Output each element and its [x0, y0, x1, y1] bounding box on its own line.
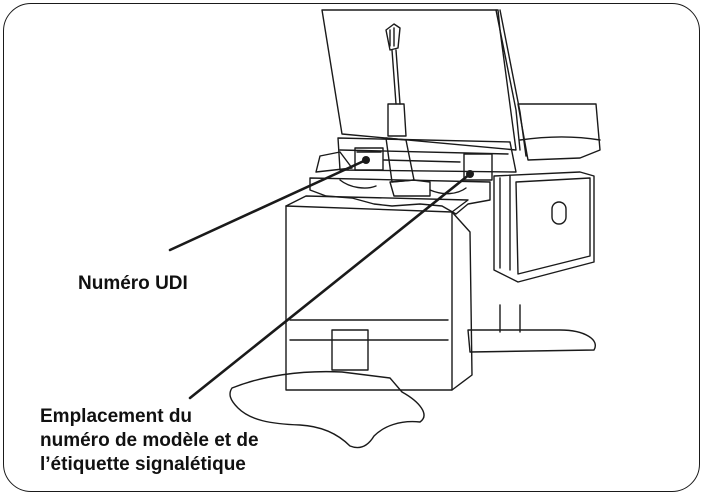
- seat-platform: [309, 177, 491, 215]
- base-plate: [229, 370, 425, 449]
- cabinet-side: [451, 211, 473, 391]
- model-location-line-2: numéro de modèle et de: [40, 430, 259, 451]
- post: [387, 103, 407, 137]
- base-foot: [467, 329, 596, 353]
- model-label-plate: [463, 153, 493, 181]
- udi-label-plate: [354, 147, 384, 171]
- model-location-line-1: Emplacement du: [40, 406, 193, 427]
- model-leader-line: [188, 172, 472, 400]
- drawer-unit: [493, 171, 595, 283]
- tray-back: [337, 137, 517, 173]
- model-location-callout-label: Emplacement du numéro de modèle et de l’…: [40, 405, 259, 477]
- cabinet-front: [285, 205, 453, 391]
- drawer-handle: [551, 201, 567, 225]
- udi-callout-label: Numéro UDI: [78, 273, 188, 294]
- udi-leader-line: [168, 158, 368, 252]
- diagram-frame: [3, 3, 700, 492]
- side-shelf: [517, 103, 601, 161]
- post-top-fitting: [385, 23, 401, 51]
- model-leader-dot: [466, 170, 474, 178]
- cabinet-access-panel: [331, 329, 369, 371]
- udi-leader-dot: [362, 156, 370, 164]
- backrest: [321, 9, 517, 151]
- model-location-line-3: l’étiquette signalétique: [40, 454, 246, 475]
